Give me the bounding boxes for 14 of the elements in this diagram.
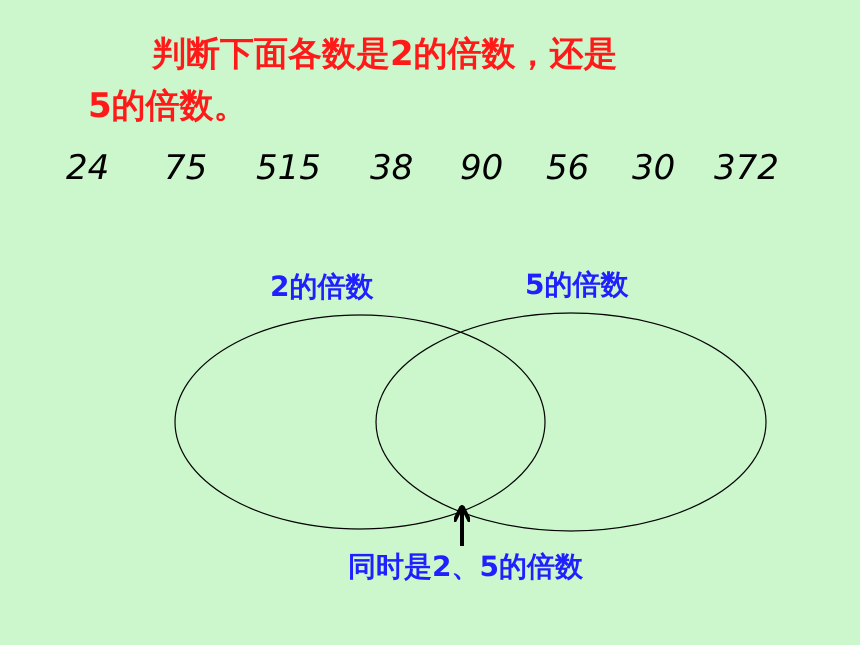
callout-text: 同时是2、5的倍数 bbox=[348, 549, 583, 585]
number-label: 24 bbox=[66, 148, 110, 188]
number-label: 38 bbox=[370, 148, 414, 188]
number-label: 75 bbox=[164, 148, 208, 188]
number-label: 372 bbox=[714, 148, 779, 188]
arrow bbox=[452, 504, 472, 546]
intersection-point bbox=[460, 505, 464, 509]
number-label: 30 bbox=[632, 148, 676, 188]
set-heading: 2的倍数 bbox=[270, 269, 374, 305]
number-label: 90 bbox=[460, 148, 504, 188]
title-text: 判断下面各数是2的倍数，还是5的倍数。 bbox=[88, 33, 619, 128]
number-label: 515 bbox=[256, 148, 321, 188]
number-label: 56 bbox=[546, 148, 590, 188]
set-heading: 5的倍数 bbox=[525, 267, 628, 303]
